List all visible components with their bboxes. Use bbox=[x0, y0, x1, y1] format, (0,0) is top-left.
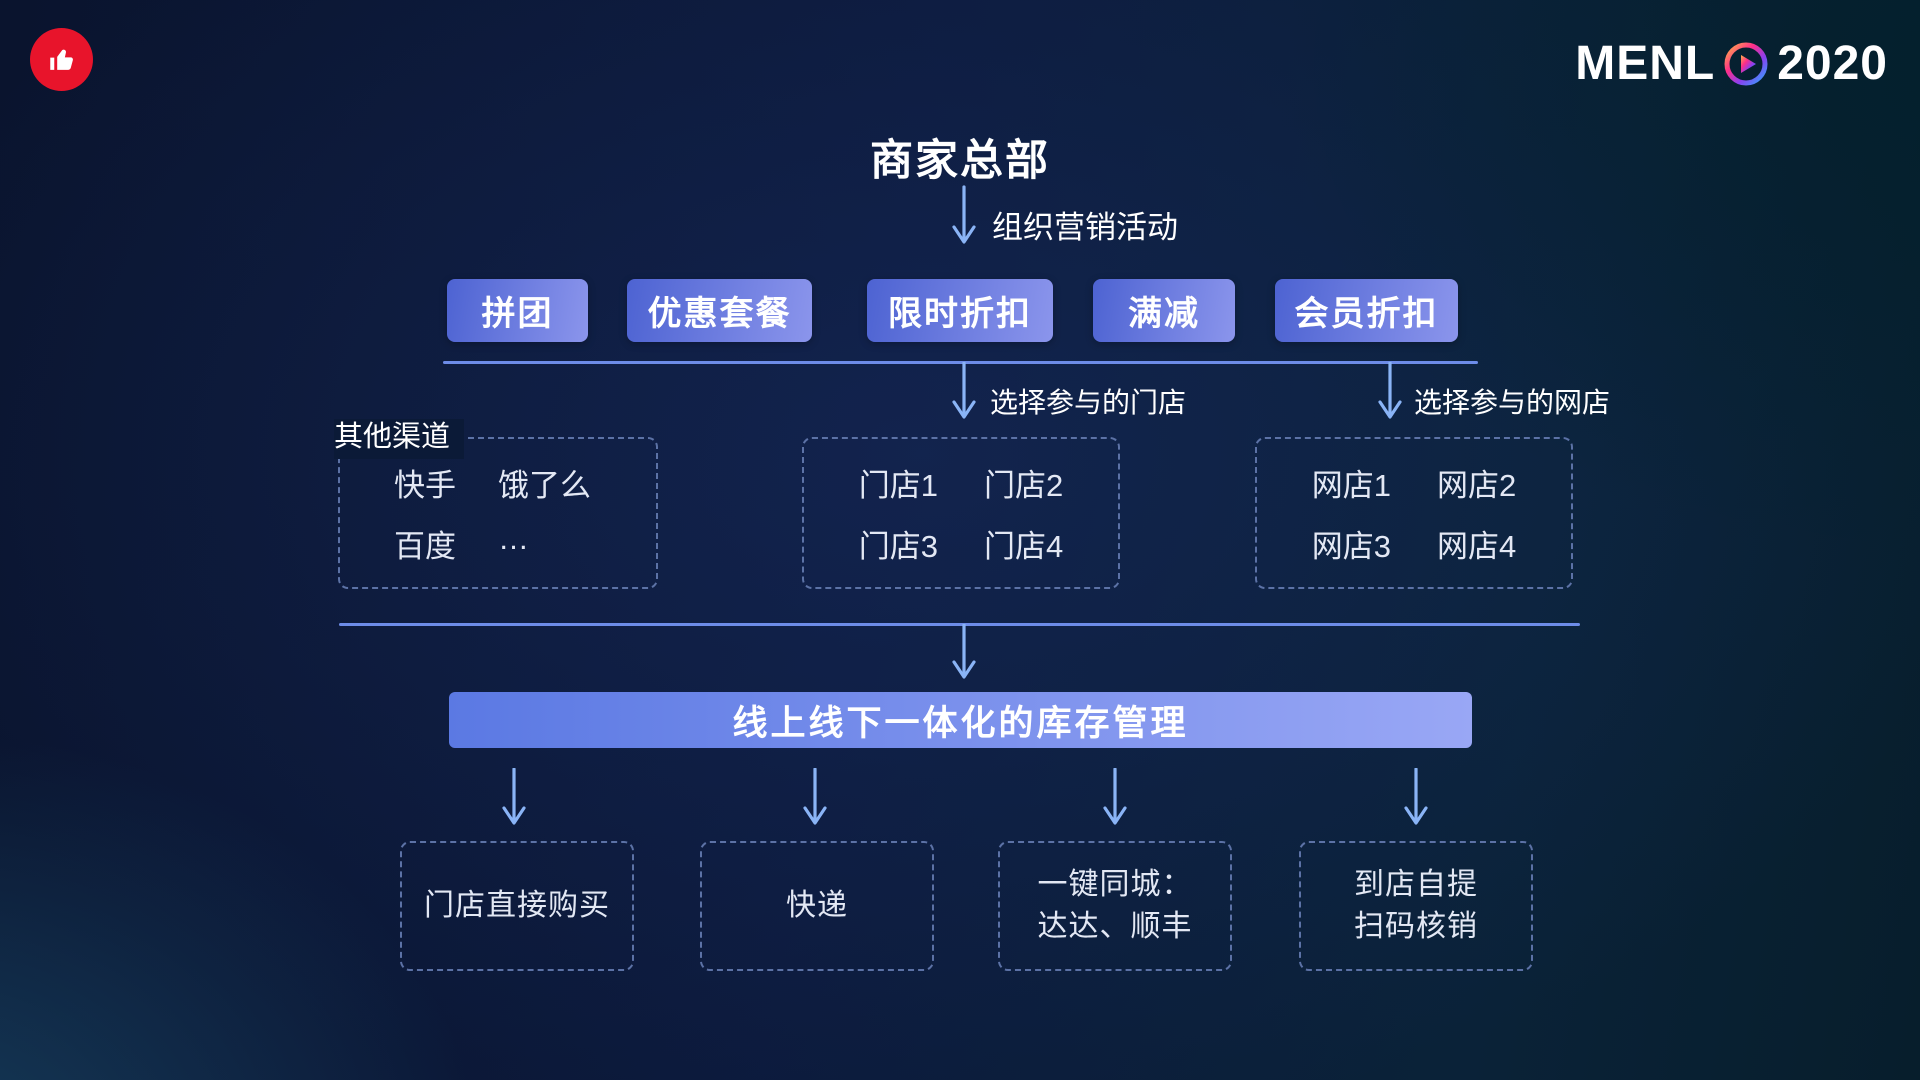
logo-text-prefix: MENL bbox=[1575, 37, 1716, 90]
other-channels-list: 快手 饿了么 百度 … bbox=[340, 439, 656, 587]
fulfillment-box-express: 快递 bbox=[700, 841, 934, 971]
fulfillment-line: 到店自提 bbox=[1354, 868, 1478, 901]
fulfillment-box-same-city: 一键同城： 达达、顺丰 bbox=[998, 841, 1232, 971]
organize-campaign-label: 组织营销活动 bbox=[992, 210, 1178, 245]
campaign-button-spend-save: 满减 bbox=[1093, 279, 1235, 342]
campaign-button-flash-discount: 限时折扣 bbox=[867, 279, 1053, 342]
list-item: 快手 bbox=[394, 468, 456, 503]
fulfillment-line: 一键同城： bbox=[1037, 868, 1193, 901]
arrow-down-icon bbox=[952, 624, 976, 679]
connector-line-middle bbox=[339, 623, 1580, 626]
page-title: 商家总部 bbox=[870, 137, 1050, 185]
thumbs-up-badge bbox=[30, 28, 93, 91]
list-item: 网店3 bbox=[1311, 529, 1391, 564]
list-item: 门店1 bbox=[858, 468, 938, 503]
fulfillment-box-store-purchase: 门店直接购买 bbox=[400, 841, 634, 971]
arrow-down-icon bbox=[1404, 768, 1428, 825]
list-item: 网店4 bbox=[1437, 529, 1517, 564]
list-item: 网店1 bbox=[1311, 468, 1391, 503]
list-item: 网店2 bbox=[1437, 468, 1517, 503]
brand-logo: MENL 2020 bbox=[1575, 34, 1888, 94]
list-item: 门店4 bbox=[984, 529, 1064, 564]
other-channels-title: 其他渠道 bbox=[334, 419, 465, 459]
online-stores-box: 网店1 网店2 网店3 网店4 bbox=[1255, 437, 1573, 589]
campaign-button-group-buy: 拼团 bbox=[447, 279, 588, 342]
stores-box: 门店1 门店2 门店3 门店4 bbox=[802, 437, 1120, 589]
logo-text-suffix: 2020 bbox=[1777, 37, 1888, 90]
connector-line-top bbox=[443, 361, 1478, 364]
arrow-down-icon bbox=[803, 768, 827, 825]
select-online-stores-label: 选择参与的网店 bbox=[1414, 387, 1611, 418]
other-channels-box: 其他渠道 快手 饿了么 百度 … bbox=[334, 419, 658, 589]
list-item: … bbox=[498, 521, 529, 556]
fulfillment-box-pickup: 到店自提 扫码核销 bbox=[1299, 841, 1533, 971]
arrow-down-icon bbox=[502, 768, 526, 825]
thumbs-up-icon bbox=[49, 49, 73, 70]
list-item: 门店2 bbox=[984, 468, 1064, 503]
list-item: 饿了么 bbox=[498, 468, 591, 503]
arrow-down-icon bbox=[952, 362, 976, 419]
fulfillment-line: 门店直接购买 bbox=[424, 889, 610, 922]
play-ring-icon bbox=[1724, 42, 1768, 86]
inventory-banner: 线上线下一体化的库存管理 bbox=[449, 692, 1472, 748]
stores-list: 门店1 门店2 门店3 门店4 bbox=[804, 439, 1118, 587]
fulfillment-line: 扫码核销 bbox=[1354, 910, 1478, 943]
list-item: 百度 bbox=[394, 529, 456, 564]
online-stores-list: 网店1 网店2 网店3 网店4 bbox=[1257, 439, 1571, 587]
arrow-down-icon bbox=[1378, 362, 1402, 419]
arrow-down-icon bbox=[952, 185, 976, 244]
campaign-button-member-discount: 会员折扣 bbox=[1275, 279, 1458, 342]
list-item: 门店3 bbox=[858, 529, 938, 564]
arrow-down-icon bbox=[1103, 768, 1127, 825]
select-stores-label: 选择参与的门店 bbox=[990, 387, 1187, 418]
fulfillment-line: 快递 bbox=[786, 889, 848, 922]
campaign-button-combo-deal: 优惠套餐 bbox=[627, 279, 812, 342]
fulfillment-line: 达达、顺丰 bbox=[1037, 910, 1193, 943]
